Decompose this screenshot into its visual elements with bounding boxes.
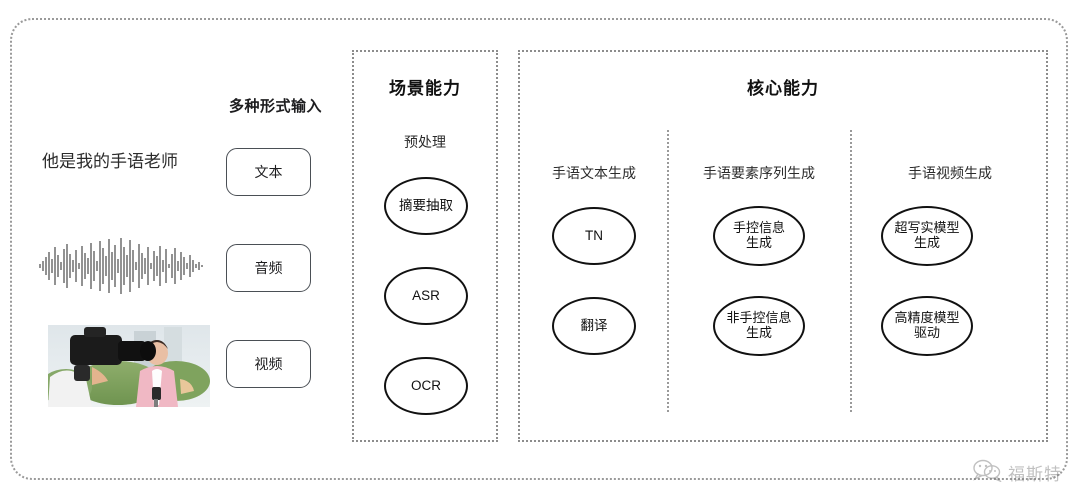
core-node-nonmanual-feature[interactable]: 非手控信息 生成 bbox=[713, 296, 805, 356]
core-node-manual-feature[interactable]: 手控信息 生成 bbox=[713, 206, 805, 266]
core-node-highprecision-model-label: 高精度模型 驱动 bbox=[894, 310, 960, 340]
input-pill-audio-label: 音频 bbox=[254, 260, 283, 276]
core-divider-1 bbox=[667, 130, 669, 412]
scene-node-ocr[interactable]: OCR bbox=[384, 357, 468, 415]
core-node-translate-label: 翻译 bbox=[580, 318, 608, 334]
core-node-tn-label: TN bbox=[585, 228, 603, 244]
wechat-bubbles-icon bbox=[972, 458, 1003, 487]
scene-node-asr[interactable]: ASR bbox=[384, 267, 468, 325]
video-thumbnail-icon bbox=[48, 325, 210, 407]
core-node-manual-feature-label: 手控信息 生成 bbox=[732, 220, 785, 250]
core-column-3-label: 手语视频生成 bbox=[908, 165, 992, 181]
scene-panel-title: 场景能力 bbox=[389, 79, 461, 98]
core-column-1-label: 手语文本生成 bbox=[552, 165, 636, 181]
scene-node-ocr-label: OCR bbox=[411, 378, 441, 394]
core-node-photoreal-model-label: 超写实模型 生成 bbox=[894, 220, 960, 250]
scene-node-summary-label: 摘要抽取 bbox=[399, 198, 453, 214]
core-panel-title: 核心能力 bbox=[747, 79, 819, 98]
core-column-2-label: 手语要素序列生成 bbox=[703, 165, 815, 181]
watermark: 福斯特 bbox=[972, 458, 1062, 487]
core-node-nonmanual-feature-label: 非手控信息 生成 bbox=[726, 310, 792, 340]
audio-waveform-icon bbox=[38, 235, 208, 297]
input-sample-sentence: 他是我的手语老师 bbox=[42, 152, 178, 171]
scene-capability-panel: 场景能力 预处理 摘要抽取 ASR OCR bbox=[352, 50, 498, 442]
input-pill-video-label: 视频 bbox=[254, 356, 283, 372]
input-pill-video[interactable]: 视频 bbox=[226, 340, 311, 388]
core-node-photoreal-model[interactable]: 超写实模型 生成 bbox=[881, 206, 973, 266]
core-capability-panel: 核心能力 手语文本生成 TN 翻译 手语要素序列生成 手控信息 生成 非手控信息… bbox=[518, 50, 1048, 442]
watermark-text: 福斯特 bbox=[1008, 465, 1062, 484]
core-node-translate[interactable]: 翻译 bbox=[552, 297, 636, 355]
input-pill-audio[interactable]: 音频 bbox=[226, 244, 311, 292]
core-node-tn[interactable]: TN bbox=[552, 207, 636, 265]
multi-input-header: 多种形式输入 bbox=[228, 98, 322, 115]
scene-group-label: 预处理 bbox=[404, 134, 446, 150]
input-pill-text[interactable]: 文本 bbox=[226, 148, 311, 196]
outer-dotted-frame bbox=[10, 18, 1068, 480]
scene-node-asr-label: ASR bbox=[412, 288, 440, 304]
core-node-highprecision-model[interactable]: 高精度模型 驱动 bbox=[881, 296, 973, 356]
input-pill-text-label: 文本 bbox=[254, 164, 283, 180]
input-modalities-column: 多种形式输入 他是我的手语老师 bbox=[30, 95, 330, 415]
core-divider-2 bbox=[850, 130, 852, 412]
scene-node-summary[interactable]: 摘要抽取 bbox=[384, 177, 468, 235]
